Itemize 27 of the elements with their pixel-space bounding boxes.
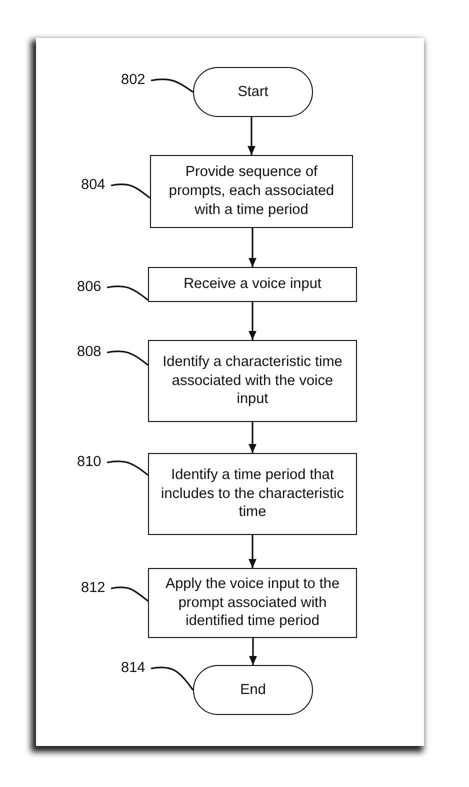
process-box: Identify a time period that includes to the characteristic time bbox=[148, 453, 357, 535]
leader-line bbox=[150, 78, 194, 93]
leader-line bbox=[110, 586, 148, 602]
leader-line bbox=[110, 184, 150, 199]
reference-numeral: 814 bbox=[121, 661, 146, 676]
terminal-box: End bbox=[193, 665, 313, 715]
arrow bbox=[248, 535, 256, 568]
leader-line bbox=[150, 666, 194, 690]
process-box: Receive a voice input bbox=[148, 267, 357, 302]
process-box: Provide sequence of prompts, each associated with a time period bbox=[150, 155, 353, 228]
arrow bbox=[248, 228, 256, 267]
arrow bbox=[248, 302, 256, 340]
process-box: Apply the voice input to the prompt associated with identified time period bbox=[148, 568, 357, 638]
process-box: Identify a characteristic time associated with the voice input bbox=[148, 340, 357, 422]
reference-numeral: 808 bbox=[77, 345, 102, 360]
arrow bbox=[249, 638, 257, 665]
reference-numeral: 810 bbox=[77, 455, 102, 470]
arrow bbox=[248, 422, 256, 453]
leader-line bbox=[106, 286, 148, 301]
reference-numeral: 802 bbox=[121, 73, 146, 88]
leader-line bbox=[106, 460, 148, 476]
leader-line bbox=[106, 350, 148, 366]
reference-numeral: 812 bbox=[81, 581, 106, 596]
terminal-box: Start bbox=[193, 67, 313, 117]
reference-numeral: 806 bbox=[77, 280, 102, 294]
arrow bbox=[248, 117, 256, 155]
reference-numeral: 804 bbox=[81, 178, 106, 192]
